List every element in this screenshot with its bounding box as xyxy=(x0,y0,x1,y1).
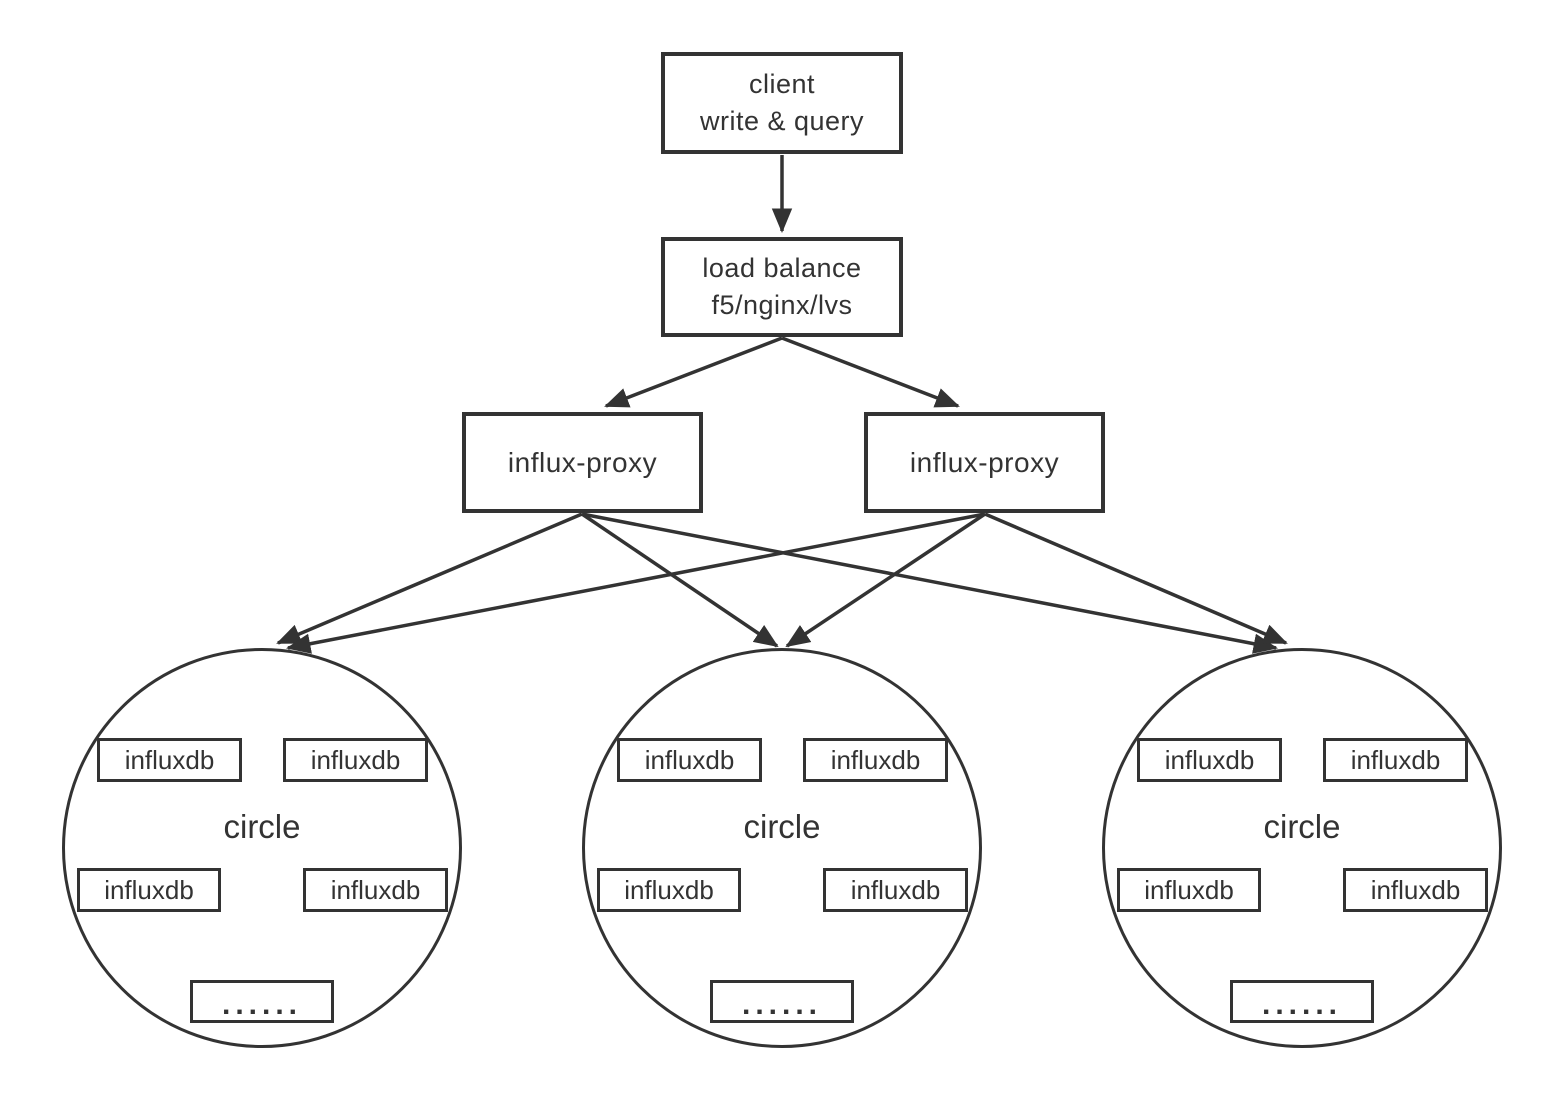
client-node: client write & query xyxy=(661,52,903,154)
influx-proxy-left-node: influx-proxy xyxy=(462,412,703,513)
edge-load-balance-to-proxy-right xyxy=(781,336,960,408)
client-node-title: client xyxy=(748,69,816,99)
influxdb-node: influxdb xyxy=(1343,868,1488,912)
more-nodes-box: ...... xyxy=(190,980,334,1023)
circle-label: circle xyxy=(743,808,821,845)
influxdb-node: influxdb xyxy=(1117,868,1261,912)
load-balance-node-subtitle: f5/nginx/lvs xyxy=(711,290,853,320)
influx-proxy-left-label: influx-proxy xyxy=(507,447,658,478)
influx-proxy-right-node: influx-proxy xyxy=(864,412,1105,513)
circle-label: circle xyxy=(223,808,301,845)
load-balance-node: load balance f5/nginx/lvs xyxy=(661,237,903,337)
edge-proxy-right-to-circle-3 xyxy=(984,512,1288,645)
circle-label: circle xyxy=(1263,808,1341,845)
influxdb-node: influxdb xyxy=(597,868,741,912)
influxdb-node: influxdb xyxy=(97,738,242,782)
edge-proxy-right-to-circle-1 xyxy=(285,512,986,654)
circle-cluster-3: influxdb influxdb circle influxdb influx… xyxy=(1102,648,1502,1048)
influxdb-node: influxdb xyxy=(77,868,221,912)
influxdb-node: influxdb xyxy=(303,868,448,912)
client-node-subtitle: write & query xyxy=(699,106,865,136)
edge-proxy-left-to-circle-3 xyxy=(581,512,1279,654)
load-balance-node-title: load balance xyxy=(702,253,862,283)
influxdb-node: influxdb xyxy=(823,868,968,912)
influxdb-node: influxdb xyxy=(283,738,428,782)
influxdb-node: influxdb xyxy=(1137,738,1282,782)
influxdb-node: influxdb xyxy=(803,738,948,782)
edge-proxy-left-to-circle-1 xyxy=(276,512,583,645)
edge-load-balance-to-proxy-left xyxy=(604,336,783,408)
circle-cluster-2: influxdb influxdb circle influxdb influx… xyxy=(582,648,982,1048)
circle-cluster-1: influxdb influxdb circle influxdb influx… xyxy=(62,648,462,1048)
edge-proxy-left-to-circle-2 xyxy=(581,512,779,648)
edge-proxy-right-to-circle-2 xyxy=(785,512,986,648)
more-nodes-box: ...... xyxy=(1230,980,1374,1023)
influx-proxy-right-label: influx-proxy xyxy=(909,447,1060,478)
influxdb-node: influxdb xyxy=(617,738,762,782)
more-nodes-box: ...... xyxy=(710,980,854,1023)
influxdb-node: influxdb xyxy=(1323,738,1468,782)
